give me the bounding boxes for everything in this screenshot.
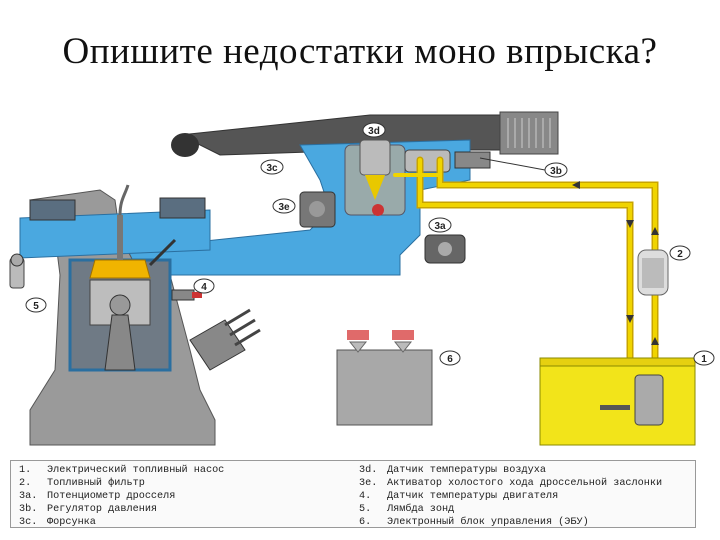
ignition-distributor	[189, 308, 261, 371]
callout-3e: 3e	[272, 198, 296, 214]
callout-3d: 3d	[362, 122, 386, 138]
svg-text:3c: 3c	[266, 163, 278, 174]
svg-text:1: 1	[701, 354, 707, 365]
svg-text:2: 2	[677, 249, 683, 260]
callout-3b: 3b	[479, 157, 568, 178]
throttle-body	[344, 139, 406, 216]
callout-2: 2	[669, 245, 691, 261]
legend-item: 3e.Активатор холостого хода дроссельной …	[359, 478, 663, 489]
slide-title: Опишите недостатки моно впрыска?	[62, 31, 658, 72]
engine-temp-sensor	[171, 289, 202, 301]
legend-item: 2.Топливный фильтр	[19, 478, 145, 489]
callout-3c: 3c	[260, 159, 284, 175]
legend-item: 4.Датчик температуры двигателя	[359, 491, 559, 502]
flow-arrows	[572, 181, 659, 345]
legend-column-right: 3d.Датчик температуры воздуха 3e.Активат…	[359, 464, 687, 528]
legend-column-left: 1.Электрический топливный насос 2.Топлив…	[19, 464, 347, 528]
callout-5: 5	[25, 297, 47, 313]
legend-item: 5.Лямбда зонд	[359, 504, 455, 515]
callout-4: 4	[193, 278, 215, 294]
fuel-filter	[637, 249, 669, 296]
svg-text:4: 4	[201, 282, 207, 293]
svg-text:3b: 3b	[550, 166, 562, 177]
svg-text:3d: 3d	[368, 126, 380, 137]
legend-item: 3b.Регулятор давления	[19, 504, 158, 515]
mono-injection-diagram: 3d 3b 3c 3e 3a 4 5 2	[9, 111, 715, 446]
idle-actuator	[299, 191, 336, 228]
svg-text:6: 6	[447, 354, 453, 365]
svg-text:3e: 3e	[278, 202, 290, 213]
legend-item: 3c.Форсунка	[19, 517, 96, 528]
ecu-unit	[336, 330, 433, 426]
legend-item: 3a.Потенциометр дросселя	[19, 491, 176, 502]
callout-3a: 3a	[428, 217, 452, 233]
legend-box: 1.Электрический топливный насос 2.Топлив…	[10, 460, 696, 528]
throttle-potentiometer	[424, 234, 466, 264]
callout-6: 6	[439, 350, 461, 366]
engine-block	[19, 184, 216, 446]
lambda-probe	[9, 253, 25, 289]
legend-item: 6.Электронный блок управления (ЭБУ)	[359, 517, 589, 528]
legend-item: 3d.Датчик температуры воздуха	[359, 465, 546, 476]
fuel-lines	[393, 156, 659, 424]
svg-text:5: 5	[33, 301, 39, 312]
legend-item: 1.Электрический топливный насос	[19, 465, 225, 476]
svg-text:3a: 3a	[434, 221, 446, 232]
fuel-tank	[539, 357, 696, 446]
callout-1: 1	[693, 350, 715, 366]
